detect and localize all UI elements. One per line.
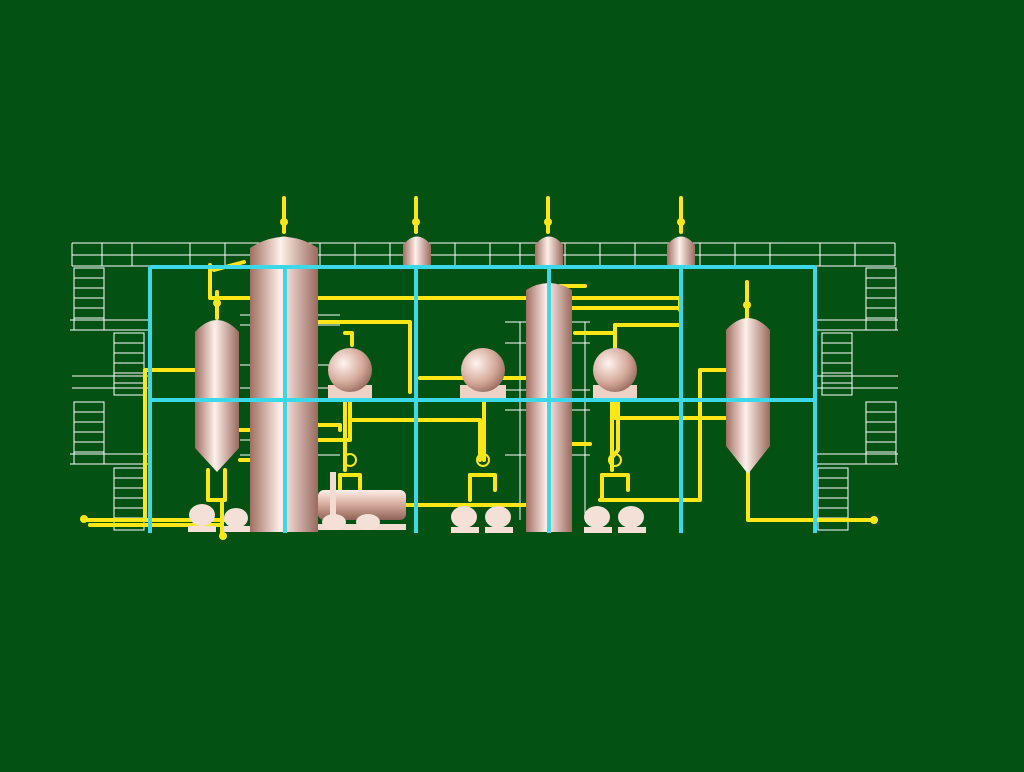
overhead-drum-4 — [667, 236, 695, 266]
pumps — [188, 504, 646, 533]
receiver-right — [593, 348, 637, 392]
overhead-drum-3 — [535, 236, 563, 266]
drum-left — [195, 320, 239, 472]
receiver-spheres — [328, 348, 637, 399]
valve-markers — [80, 218, 878, 540]
receiver-left — [328, 348, 372, 392]
steel-frame — [148, 265, 817, 533]
overhead-drum-2 — [403, 236, 431, 266]
receiver-center — [461, 348, 505, 392]
drum-right — [726, 318, 770, 474]
